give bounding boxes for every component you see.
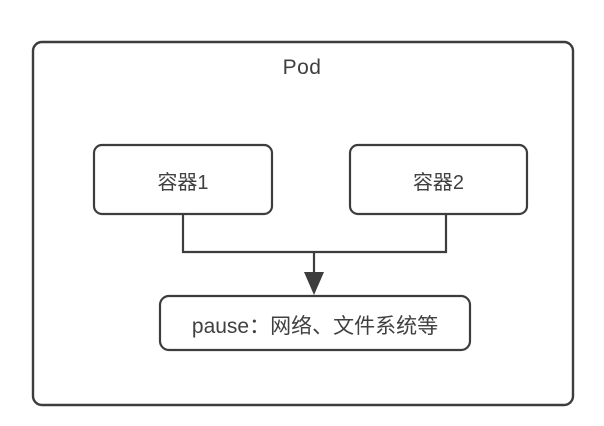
connector-container2-branch: [314, 214, 448, 254]
arrow-head-icon: [304, 272, 324, 295]
container1-label: 容器1: [157, 172, 209, 194]
pause-label: pause：网络、文件系统等: [191, 315, 439, 338]
container2-label: 容器2: [412, 172, 465, 194]
connector-container1-branch: [181, 214, 314, 254]
container2-box: [348, 143, 529, 216]
pause-box: [158, 294, 472, 352]
pod-title-label: Pod: [282, 56, 322, 79]
